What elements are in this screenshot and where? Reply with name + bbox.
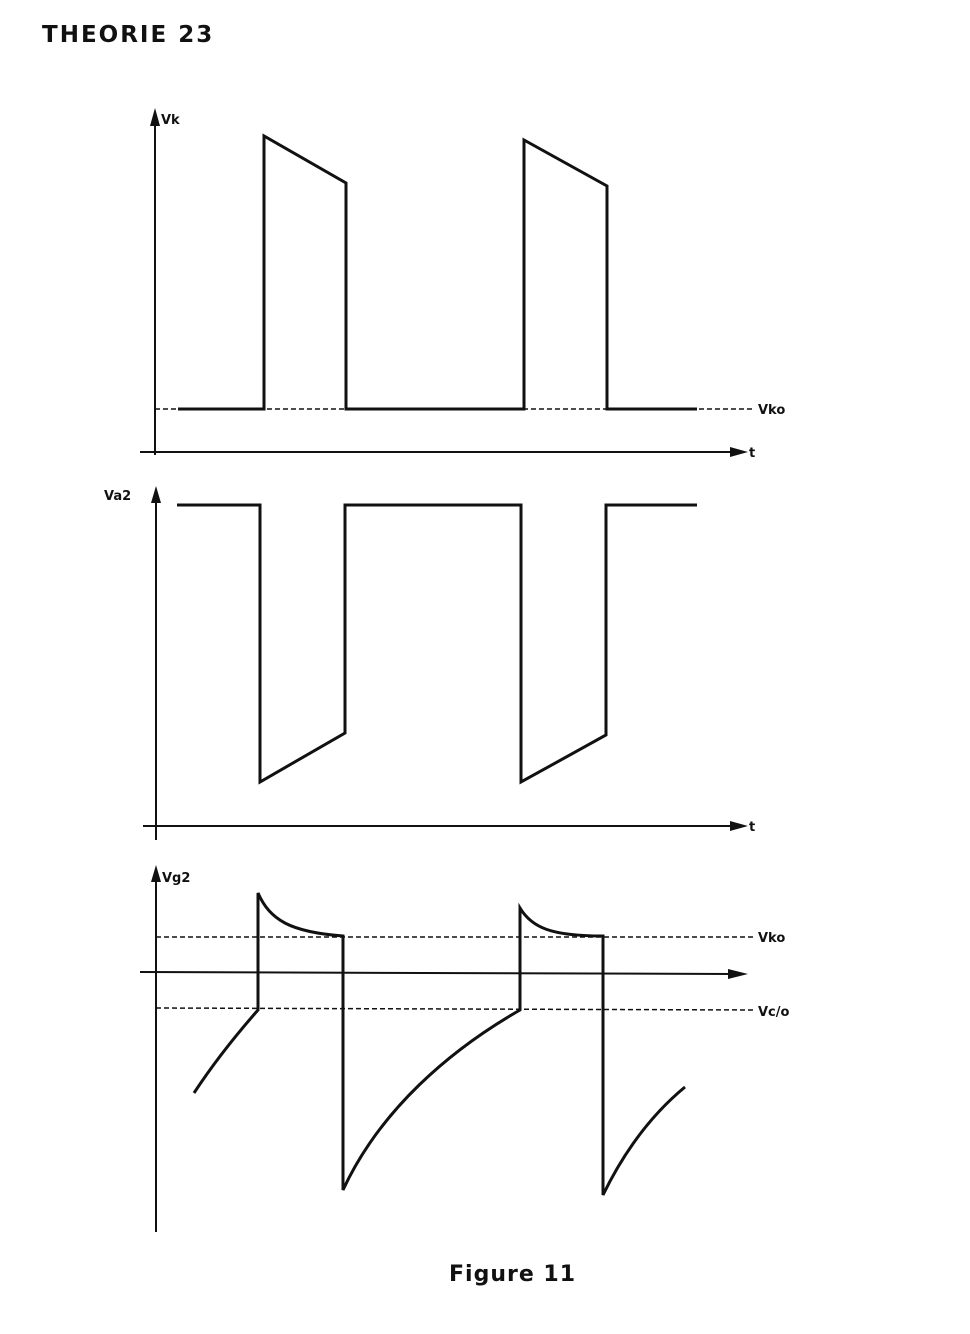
vg2-vco-line	[155, 1007, 757, 1011]
panel-vg2: Vg2 Vko Vc/o	[139, 865, 790, 1232]
vg2-x-axis	[139, 971, 734, 975]
vk-x-label: t	[749, 446, 755, 461]
vg2-waveform	[192, 892, 686, 1196]
vk-y-arrow	[150, 108, 160, 126]
va2-x-arrow	[730, 821, 748, 831]
panel-vk: Vk t Vko	[140, 108, 785, 461]
vk-x-arrow	[730, 447, 748, 457]
va2-y-label: Va2	[104, 489, 131, 504]
vg2-vco-label: Vc/o	[758, 1005, 790, 1020]
page-header: THEORIE 23	[42, 22, 215, 48]
vg2-x-arrow	[728, 969, 748, 979]
vk-vko-label: Vko	[758, 403, 785, 418]
va2-y-arrow	[151, 486, 161, 503]
panel-va2: Va2 t	[104, 486, 755, 840]
va2-x-label: t	[749, 820, 755, 835]
figure-caption: Figure 11	[449, 1262, 577, 1287]
vk-waveform	[178, 133, 697, 411]
vg2-vko-label: Vko	[758, 931, 785, 946]
vg2-y-label: Vg2	[162, 871, 190, 886]
vg2-y-arrow	[151, 865, 161, 882]
vk-y-label: Vk	[161, 113, 180, 128]
va2-waveform	[177, 503, 697, 785]
